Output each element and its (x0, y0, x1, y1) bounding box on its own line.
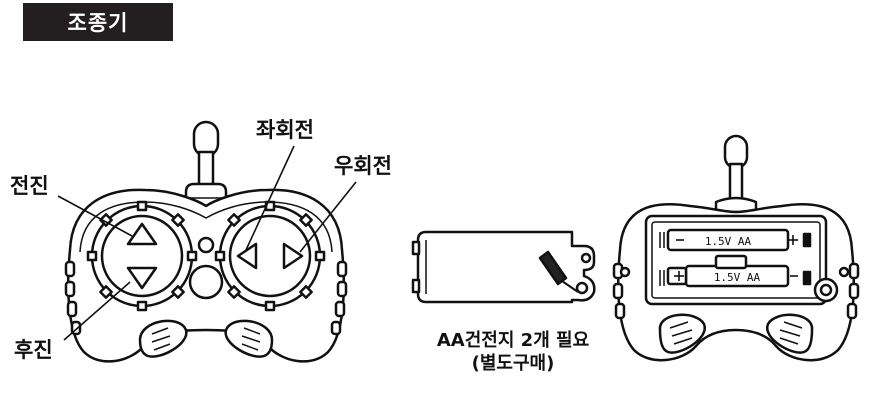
side-grip-right (330, 260, 348, 336)
battery-note: AA건전지 2개 필요 (별도구매) (418, 330, 608, 375)
controller-back (612, 134, 860, 362)
battery-note-line2: (별도구매) (471, 352, 555, 374)
title-text: 조종기 (67, 11, 129, 35)
label-backward: 후진 (14, 338, 53, 362)
battery-compartment (644, 214, 828, 306)
screwdriver-icon (538, 250, 579, 293)
label-forward: 전진 (10, 174, 49, 198)
dpad-left-right (214, 200, 326, 312)
dpad-forward-backward (86, 200, 198, 312)
callout-turn-right (299, 181, 357, 253)
forward-arrow-icon (126, 222, 158, 246)
battery-label-bottom: 1.5V AA (714, 271, 761, 284)
turn-right-arrow-icon (282, 242, 304, 270)
label-turn-right: 우회전 (334, 154, 392, 178)
battery-label-top: 1.5V AA (705, 235, 752, 248)
battery-cover (411, 230, 596, 304)
title-badge: 조종기 (23, 3, 173, 41)
bottom-grip-right (224, 319, 274, 358)
callout-backward (63, 281, 131, 341)
bottom-grip-back-left (658, 313, 706, 354)
center-large-button (188, 264, 224, 300)
center-small-button (197, 236, 215, 254)
backward-arrow-icon (126, 266, 158, 290)
callout-turn-left (245, 145, 295, 251)
turn-left-arrow-icon (236, 242, 258, 270)
controller-front (57, 120, 357, 363)
callout-forward (57, 195, 133, 237)
side-grip-back-right (846, 262, 860, 320)
bottom-grip-left (138, 319, 188, 358)
joystick-back (714, 134, 758, 214)
battery-note-line1: AA건전지 2개 필요 (436, 330, 590, 351)
bottom-grip-back-right (766, 313, 814, 354)
label-turn-left: 좌회전 (256, 118, 314, 142)
